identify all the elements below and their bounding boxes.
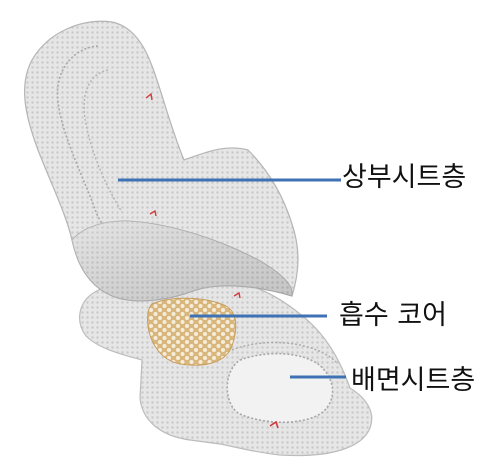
label-top-sheet: 상부시트층 <box>342 164 466 191</box>
label-back-sheet: 배면시트층 <box>351 367 475 394</box>
label-absorbent-core: 흡수 코어 <box>339 302 447 329</box>
top-sheet-layer <box>25 21 298 300</box>
